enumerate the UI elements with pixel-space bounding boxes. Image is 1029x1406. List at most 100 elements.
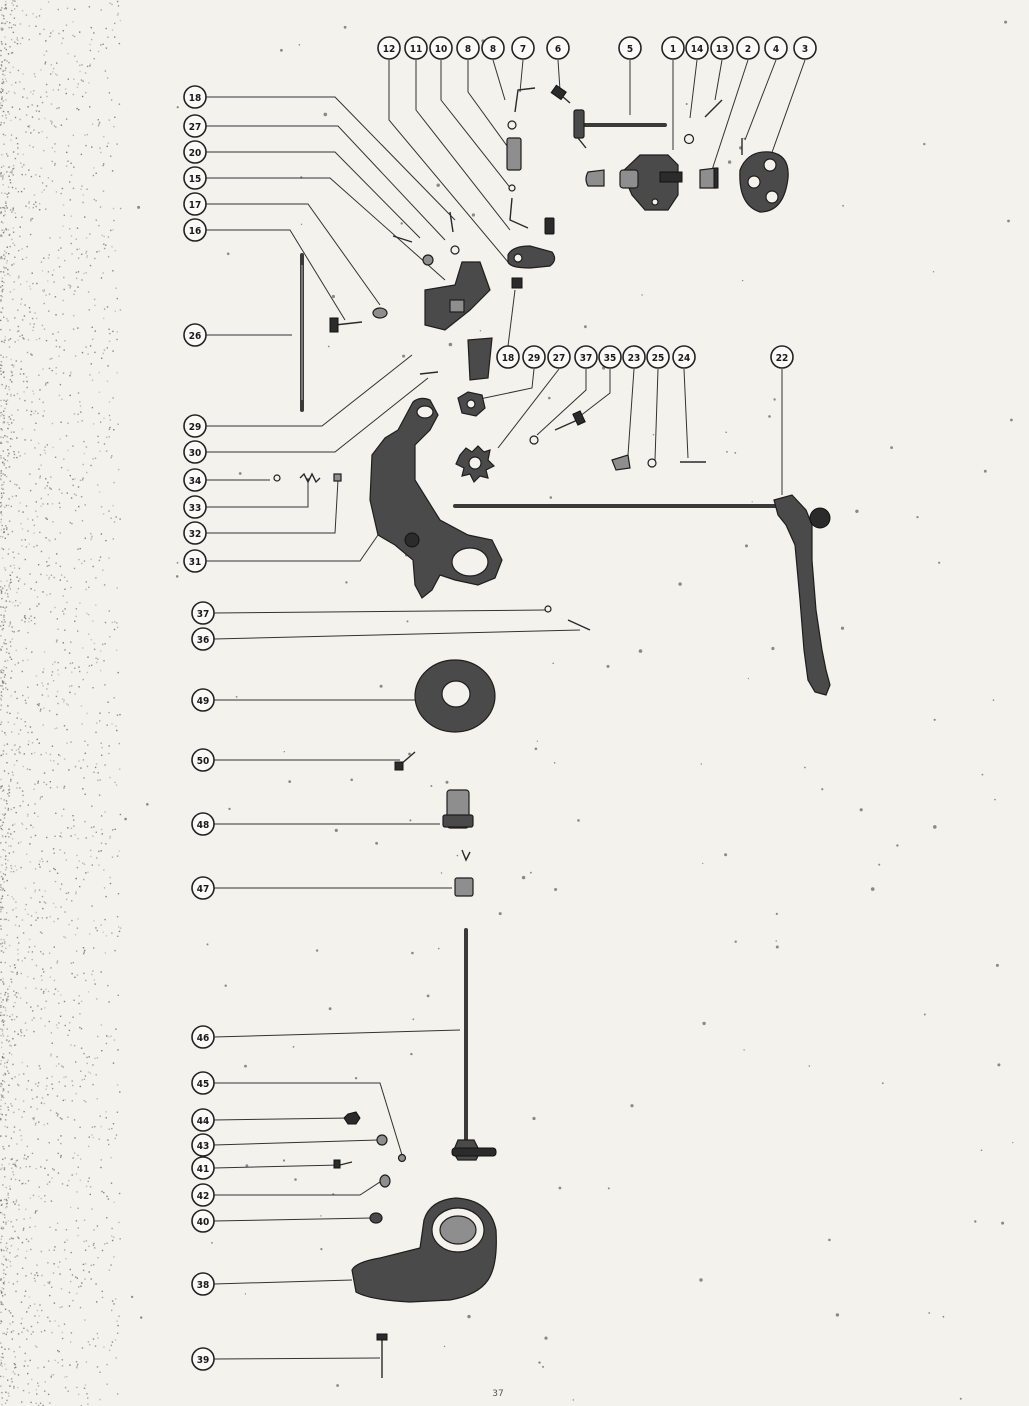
callout-6-label: 6 (555, 44, 561, 55)
callout-39-label: 39 (197, 1355, 210, 1366)
leader-37b (213, 609, 546, 614)
callout-14: 14 (685, 36, 709, 60)
leader-3 (769, 59, 806, 159)
part-12-lever (507, 245, 556, 289)
leader-2 (711, 59, 749, 171)
leader-13 (714, 59, 723, 101)
parts (273, 84, 831, 1378)
part-13-pin (704, 99, 723, 118)
callout-4: 4 (764, 36, 788, 60)
callout-49: 49 (191, 688, 215, 712)
leader-29b (206, 354, 413, 427)
part-35-bolt (554, 410, 586, 431)
callout-50: 50 (191, 748, 215, 772)
leader-4 (744, 59, 777, 141)
part-39-bolt (376, 1333, 388, 1378)
part-22-tiller (453, 494, 831, 696)
part-27-star-washer (455, 445, 496, 484)
callout-13: 13 (710, 36, 734, 60)
callout-25-label: 25 (652, 353, 665, 364)
leader-44 (213, 1117, 351, 1121)
callout-29a: 29 (522, 345, 546, 369)
callout-43: 43 (191, 1133, 215, 1157)
callout-23-label: 23 (628, 353, 641, 364)
leader-8a (492, 59, 506, 101)
part-27-clip (450, 245, 460, 255)
leader-18b (507, 289, 516, 347)
callout-5-label: 5 (627, 44, 633, 55)
callout-27a-label: 27 (189, 122, 202, 133)
leader-38 (213, 1279, 353, 1285)
callout-46-label: 46 (197, 1033, 210, 1044)
callout-31-label: 31 (189, 557, 202, 568)
leader-lines (206, 59, 806, 1360)
part-30-screw (419, 371, 439, 375)
callout-18b: 18 (496, 345, 520, 369)
part-32-plug (333, 473, 342, 482)
callout-18a: 18 (183, 85, 207, 109)
callout-8b: 8 (456, 36, 480, 60)
part-37-washer (529, 435, 539, 445)
leader-41 (213, 1164, 341, 1169)
leader-32 (206, 479, 339, 534)
callout-48-label: 48 (197, 820, 210, 831)
callout-34-label: 34 (189, 476, 202, 487)
callout-bubbles: 1 14 13 2 4 3 5 6 7 8 8 10 11 12 18 27 2… (183, 36, 817, 1371)
callout-15-label: 15 (189, 174, 202, 185)
callout-35-label: 35 (604, 353, 617, 364)
callout-6: 6 (546, 36, 570, 60)
leader-14 (689, 59, 698, 119)
callout-46: 46 (191, 1025, 215, 1049)
part-18-pin-top (449, 211, 454, 233)
part-43-washer (376, 1134, 388, 1146)
callout-33: 33 (183, 495, 207, 519)
part-45-ball (397, 1153, 407, 1163)
part-5-rod (573, 109, 667, 149)
callout-29a-label: 29 (528, 353, 541, 364)
callout-45-label: 45 (197, 1079, 210, 1090)
part-7-bent-rod (514, 87, 536, 113)
callout-30-label: 30 (189, 448, 202, 459)
leader-29a (474, 368, 535, 401)
callout-33-label: 33 (189, 503, 202, 514)
leader-43 (213, 1139, 379, 1146)
part-8-sleeve (506, 137, 522, 171)
callout-25: 25 (646, 345, 670, 369)
callout-31: 31 (183, 549, 207, 573)
callout-43-label: 43 (197, 1141, 210, 1152)
callout-47-label: 47 (197, 884, 210, 895)
leader-20 (206, 151, 421, 239)
part-38-gear-housing (351, 1197, 497, 1303)
callout-30: 30 (183, 440, 207, 464)
leader-8b (467, 60, 511, 151)
leader-46 (213, 1029, 461, 1038)
callout-32: 32 (183, 521, 207, 545)
callout-47: 47 (191, 876, 215, 900)
leader-36 (213, 629, 581, 640)
callout-12: 12 (377, 36, 401, 60)
callout-8a: 8 (481, 36, 505, 60)
callout-29b: 29 (183, 414, 207, 438)
callout-11: 11 (404, 36, 428, 60)
part-49-friction-disc (414, 659, 496, 733)
callout-48: 48 (191, 812, 215, 836)
callout-5: 5 (618, 36, 642, 60)
page-mark: 37 (492, 1389, 503, 1399)
callout-16-label: 16 (189, 226, 202, 237)
callout-4-label: 4 (773, 44, 779, 55)
callout-17a: 17 (183, 192, 207, 216)
callout-44-label: 44 (197, 1116, 210, 1127)
callout-45: 45 (191, 1071, 215, 1095)
leader-23 (627, 368, 635, 456)
part-31-steering-bracket (369, 397, 503, 599)
part-50-screw (394, 751, 416, 771)
leader-27a (206, 125, 446, 241)
callout-44: 44 (191, 1108, 215, 1132)
part-1-housing (619, 154, 683, 211)
callout-23: 23 (622, 345, 646, 369)
leader-25 (654, 368, 659, 461)
callout-35: 35 (598, 345, 622, 369)
callout-26: 26 (183, 323, 207, 347)
part-33-spring (299, 472, 321, 484)
